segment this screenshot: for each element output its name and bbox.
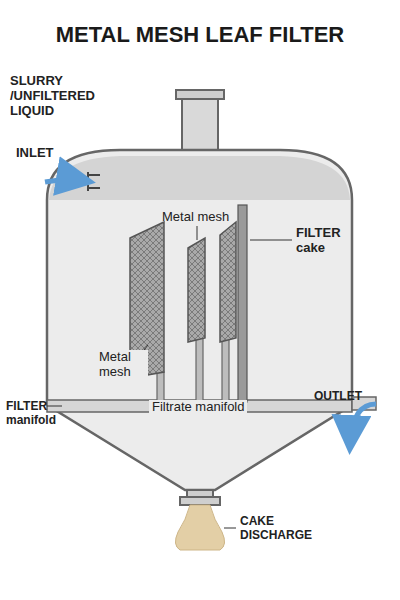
part-label: CAKE DISCHARGE <box>240 515 330 543</box>
outlet-arrow <box>350 404 376 445</box>
leaf-stem <box>222 338 229 402</box>
part-label: FILTER manifold <box>6 400 64 428</box>
mesh-leaf <box>220 222 236 342</box>
inlet-arrow <box>45 180 86 182</box>
top-flange <box>176 90 224 99</box>
leader-line <box>197 226 198 240</box>
diagram-title: METAL MESH LEAF FILTER <box>0 22 400 47</box>
part-label: Filtrate manifold <box>149 400 247 415</box>
leaf-stem <box>157 372 164 402</box>
leaf-stem <box>196 338 203 402</box>
vessel-dome <box>49 156 350 200</box>
part-label: OUTLET <box>314 390 362 404</box>
inlet-label: INLET <box>16 146 54 161</box>
cake-pile <box>175 505 224 550</box>
leader-line <box>224 528 236 529</box>
part-label: FILTER cake <box>296 226 358 256</box>
top-nozzle <box>182 98 218 150</box>
filter-cake-plate <box>238 205 247 402</box>
bottom-flange <box>180 497 220 505</box>
part-label: Metal mesh <box>162 210 229 225</box>
leader-line <box>47 406 62 407</box>
mesh-leaf <box>188 238 205 342</box>
leader-line <box>250 240 292 241</box>
inlet-label: SLURRY /UNFILTERED LIQUID <box>10 74 106 119</box>
inlet-nozzle <box>88 172 100 191</box>
part-label: Metal mesh <box>96 350 148 380</box>
vessel-body <box>47 150 352 490</box>
